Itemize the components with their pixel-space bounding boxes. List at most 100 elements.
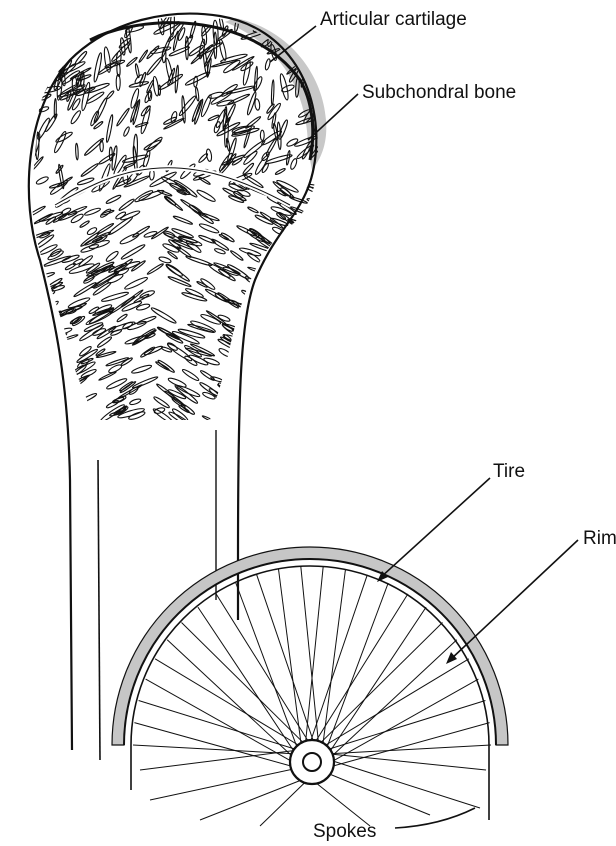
trabecula [29,408,52,427]
spoke [322,569,346,752]
trabecula [306,392,327,401]
trabecula [252,76,263,92]
trabecula [265,265,276,271]
trabecula [33,314,46,323]
trabecula [269,400,291,417]
spoke [305,566,323,750]
trabecula [218,347,232,358]
trabecula [136,303,150,311]
trabecula [246,92,257,116]
trabecula [29,340,48,352]
trabecula [253,399,274,409]
trabecula [126,57,138,67]
trabecula [37,61,57,79]
trabecula [307,344,329,358]
trabecula [157,326,177,339]
trabecula [251,310,280,321]
trabecula [36,28,52,36]
trabecula [101,291,129,303]
trabecula [274,305,302,324]
trabecula [299,385,324,397]
trabecula [93,52,103,82]
trabecula [79,220,90,228]
label-articular-cartilage: Articular cartilage [320,9,467,31]
trabecula [153,396,170,409]
trabecula [159,85,161,95]
trabecula [294,363,321,379]
leader-rim [450,540,578,660]
trabecula [175,65,179,93]
trabecula [38,300,59,318]
trabecula [303,336,318,343]
trabecula [77,15,88,26]
trabecula [105,114,113,142]
trabecula [234,351,257,365]
trabecula [98,371,116,381]
trabecula [310,44,319,61]
trabecula [147,263,164,275]
trabecula [131,364,152,375]
trabecula [65,263,76,271]
trabecula [116,108,130,127]
trabecula [306,197,328,207]
trabecula [70,110,82,125]
trabecula [283,242,296,253]
trabecula [105,250,119,263]
trabecula [84,207,101,216]
trabecula [246,401,266,413]
trabecula [62,14,67,40]
trabecula [314,10,318,38]
trabecula [299,224,324,239]
label-spokes: Spokes [313,821,376,843]
trabecula [260,338,289,353]
trabecula [279,302,295,315]
trabecula [251,387,277,406]
trabecula [199,222,220,234]
trabecula [127,320,147,331]
trabecula [261,348,287,364]
trabecula [54,28,67,51]
trabecula [305,314,328,323]
label-rim: Rim [583,528,616,550]
trabecula [250,296,270,310]
trabecula [94,16,107,29]
trabecula [137,315,157,325]
trabecula [124,276,149,291]
trabecula [61,254,79,264]
trabecula [277,281,300,296]
trabecula [120,210,141,222]
trabecula [78,254,94,267]
trabecula [301,268,313,275]
trabecula [181,368,199,382]
trabecula [49,284,65,292]
trabecula [231,386,243,395]
trabecula [284,233,307,243]
trabecula [268,319,281,330]
trabecula [288,301,309,309]
trabecula [267,287,295,305]
trabecula [260,130,264,140]
trabecula [173,215,193,225]
trabecula [273,285,300,298]
trabecula [285,357,297,363]
spoke [139,701,303,752]
trabecula [133,134,138,162]
trabecula [252,306,272,322]
trabecula [295,340,310,347]
trabecula [276,314,292,327]
trabecula [158,256,171,264]
trabecula [118,198,135,211]
spoke [134,723,299,769]
trabecula [132,225,150,238]
trabecula [275,168,286,176]
trabecula [265,346,291,358]
trabecula [217,382,231,394]
trabecula [306,263,321,275]
trabecula [93,97,108,123]
trabecula [227,93,250,106]
trabecula [86,226,97,235]
trabecula [247,401,269,415]
leader-tire [380,478,490,578]
trabecula [289,158,297,170]
trabecula [106,90,115,99]
